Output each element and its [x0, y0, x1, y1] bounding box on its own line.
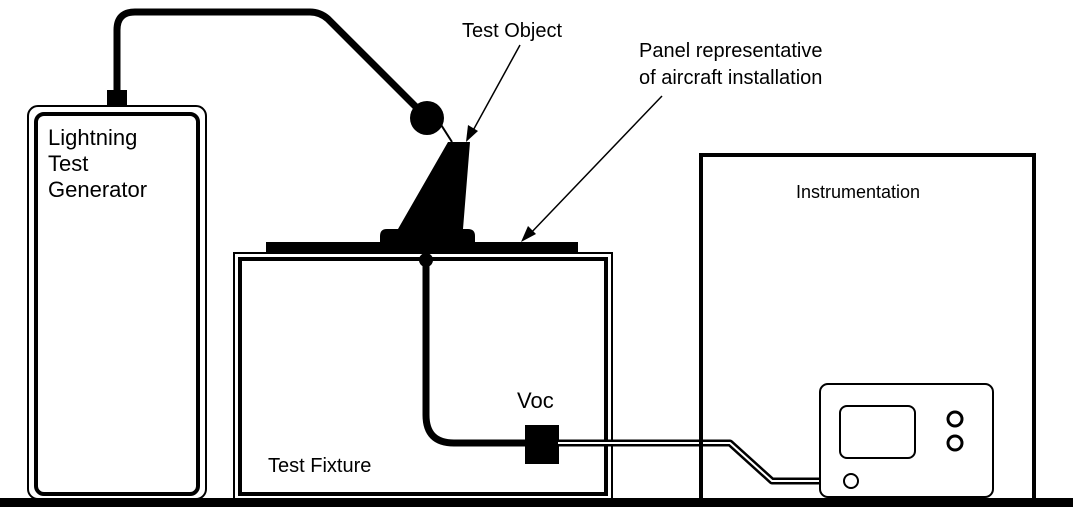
oscilloscope-knob-bottom: [946, 434, 964, 452]
oscilloscope-screen: [839, 405, 916, 459]
test-fixture-label: Test Fixture: [268, 455, 371, 477]
test-object-pointer: [469, 44, 521, 137]
instrumentation-enclosure: Instrumentation: [699, 153, 1036, 502]
instrumentation-label: Instrumentation: [796, 182, 920, 202]
oscilloscope-input-connector: [843, 473, 859, 489]
oscilloscope-knob-top: [946, 410, 964, 428]
panel-pointer: [527, 95, 663, 237]
generator-output-terminal: [107, 90, 127, 106]
injection-probe: [410, 101, 444, 135]
measurement-cable: [422, 262, 529, 447]
test-object-label: Test Object: [462, 20, 562, 42]
generator-label-line2: Test: [48, 151, 88, 176]
oscilloscope: [819, 383, 994, 498]
generator-label-line3: Generator: [48, 177, 147, 202]
probe-arc-lead: [437, 119, 453, 143]
test-object: [380, 142, 475, 246]
panel-label-line2: of aircraft installation: [639, 67, 822, 89]
generator-cable: [113, 8, 431, 122]
panel-label-line1: Panel representative: [639, 40, 822, 62]
ground-line: [0, 498, 1073, 507]
voc-transducer: [525, 425, 559, 464]
generator-label-line1: Lightning: [48, 125, 137, 150]
lightning-test-generator: Lightning Test Generator: [27, 90, 207, 500]
panel-arrowhead: [521, 226, 536, 242]
voc-label: Voc: [517, 388, 554, 413]
test-object-arrowhead: [466, 125, 478, 142]
aircraft-panel: [266, 242, 578, 253]
